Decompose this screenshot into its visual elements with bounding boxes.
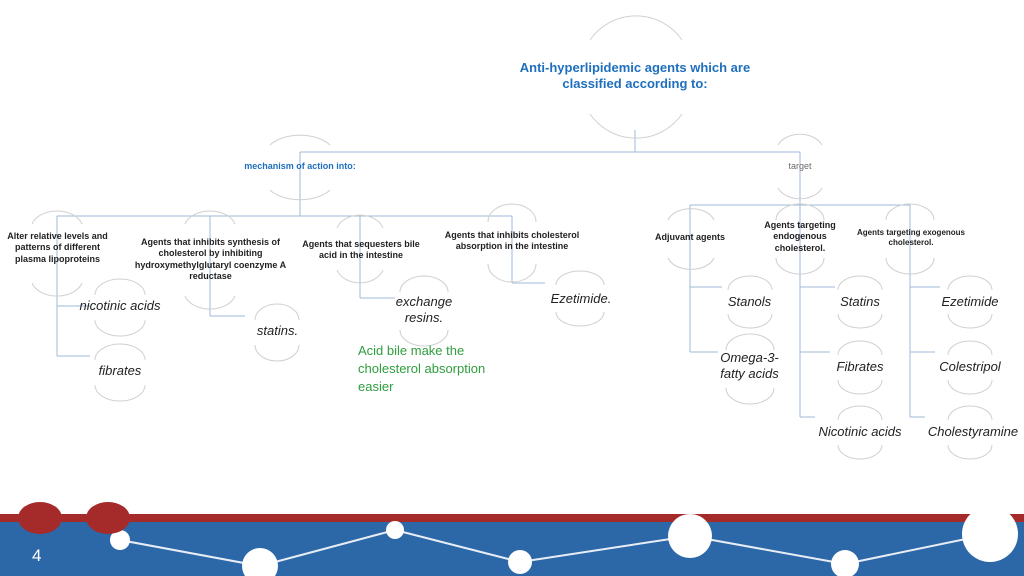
mechanism-node: mechanism of action into: xyxy=(244,161,356,171)
mechanism-group-absorption-inhibitors: Agents that inhibits cholesterol absorpt… xyxy=(444,230,580,252)
target-group-adjuvant: Adjuvant agents xyxy=(654,232,725,242)
target-group-exogenous: Agents targeting exogenous cholesterol. xyxy=(856,228,965,247)
leaf-statins-endogenous: Statins xyxy=(840,294,880,309)
note-acid-bile: Acid bile make the cholesterol absorptio… xyxy=(358,343,486,395)
mechanism-group-bile-sequestrants: Agents that sequesters bile acid in the … xyxy=(302,239,420,261)
leaf-ezetimide-mechanism: Ezetimide. xyxy=(550,291,612,306)
leaf-statins: statins. xyxy=(256,323,299,338)
leaf-fibrates: fibrates xyxy=(98,363,142,378)
hierarchy-connectors xyxy=(31,15,993,460)
leaf-nicotinic-acids-endogenous: Nicotinic acids xyxy=(818,424,902,439)
leaf-ezetimide-exogenous: Ezetimide xyxy=(941,294,999,309)
target-group-endogenous: Agents targeting endogenous cholesterol. xyxy=(764,220,836,253)
leaf-exchange-resins: exchange resins. xyxy=(395,294,453,326)
leaf-nicotinic-acids: nicotinic acids xyxy=(79,298,161,313)
leaf-stanols: Stanols xyxy=(727,294,772,309)
mechanism-group-synthesis-inhibitors: Agents that inhibits synthesis of choles… xyxy=(134,237,287,281)
leaf-fibrates-endogenous: Fibrates xyxy=(836,359,884,374)
leaf-omega-3: Omega-3-fatty acids xyxy=(720,350,779,382)
page-number: 4 xyxy=(32,546,42,565)
mechanism-group-lipoproteins: Alter relative levels and patterns of di… xyxy=(7,231,108,264)
target-node: target xyxy=(788,161,812,171)
leaf-cholestyramine: Cholestyramine xyxy=(927,424,1019,439)
root-title: Anti-hyperlipidemic agents which are cla… xyxy=(519,60,751,92)
leaf-colestripol: Colestripol xyxy=(939,359,1001,374)
footer-band xyxy=(0,502,1024,576)
